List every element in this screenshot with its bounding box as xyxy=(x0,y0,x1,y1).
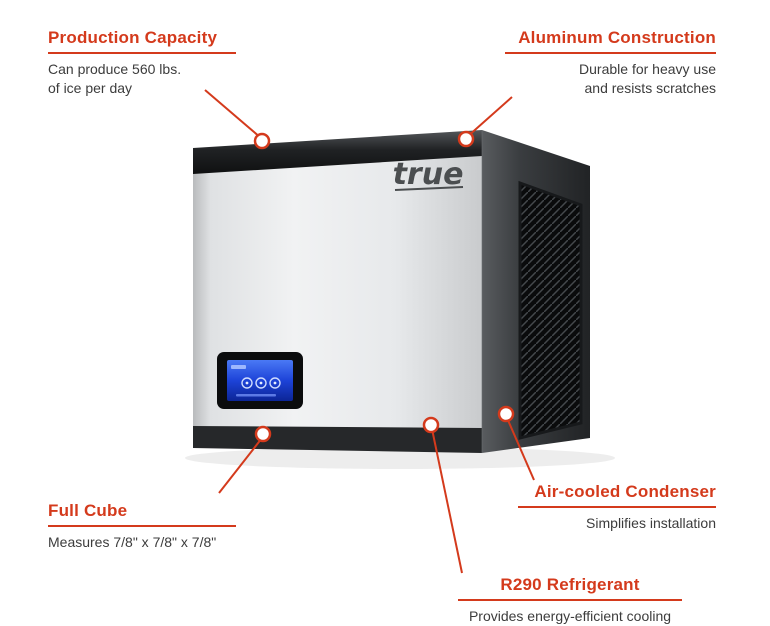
callout-connectors xyxy=(204,89,535,574)
callout-description: Simplifies installation xyxy=(586,515,716,531)
screen-button-icon xyxy=(269,377,281,389)
callout-line-r290-refrigerant xyxy=(431,428,463,574)
callout-title: Production Capacity xyxy=(48,28,218,47)
brand-logo-underline xyxy=(394,186,464,191)
condenser-grille-icon xyxy=(518,180,583,440)
callout-underline xyxy=(458,599,682,601)
brand-logo: true xyxy=(393,157,464,192)
callout-title: R290 Refrigerant xyxy=(500,575,640,594)
control-panel[interactable] xyxy=(217,352,303,409)
callout-underline xyxy=(518,506,716,508)
callout-line-full-cube xyxy=(218,437,263,494)
callout-marker-r290-refrigerant xyxy=(422,416,440,434)
callout-underline xyxy=(505,52,716,54)
callout-marker-aluminum-construction xyxy=(457,130,475,148)
callout-marker-production-capacity xyxy=(253,132,271,150)
callout-description: Measures 7/8" x 7/8" x 7/8" xyxy=(48,534,217,550)
callout-description: Durable for heavy use xyxy=(579,61,716,77)
screen-menu-icon xyxy=(231,365,246,369)
callout-line-aluminum-construction xyxy=(466,96,513,138)
control-screen xyxy=(227,360,293,401)
callout-title: Air-cooled Condenser xyxy=(534,482,716,501)
callout-description: Provides energy-efficient cooling xyxy=(468,608,672,624)
machine-kick-plate xyxy=(193,426,482,453)
callout-r290-refrigerant: R290 Refrigerant Provides energy-efficie… xyxy=(458,574,682,626)
callout-production-capacity: Production Capacity Can produce 560 lbs.… xyxy=(48,27,236,97)
callout-description: and resists scratches xyxy=(584,79,717,96)
callout-marker-full-cube xyxy=(254,425,272,443)
screen-button-icon xyxy=(241,377,253,389)
screen-status-bar xyxy=(236,394,276,397)
callout-aluminum-construction: Aluminum Construction Durable for heavy … xyxy=(505,27,716,97)
callout-description: Can produce 560 lbs. xyxy=(48,61,182,77)
callout-markers xyxy=(253,130,515,443)
callout-full-cube: Full Cube Measures 7/8" x 7/8" x 7/8" xyxy=(48,500,236,552)
callout-line-air-cooled-condenser xyxy=(506,417,535,481)
callout-marker-air-cooled-condenser xyxy=(497,405,515,423)
callout-underline xyxy=(48,52,236,54)
callout-air-cooled-condenser: Air-cooled Condenser Simplifies installa… xyxy=(518,481,716,533)
callout-title: Full Cube xyxy=(48,501,128,520)
callout-title: Aluminum Construction xyxy=(518,28,716,47)
screen-button-icon xyxy=(255,377,267,389)
machine-shadow xyxy=(185,447,615,469)
callout-underline xyxy=(48,525,236,527)
machine-top-band xyxy=(193,130,482,174)
callout-line-production-capacity xyxy=(204,89,262,139)
callout-description: of ice per day xyxy=(48,79,133,96)
